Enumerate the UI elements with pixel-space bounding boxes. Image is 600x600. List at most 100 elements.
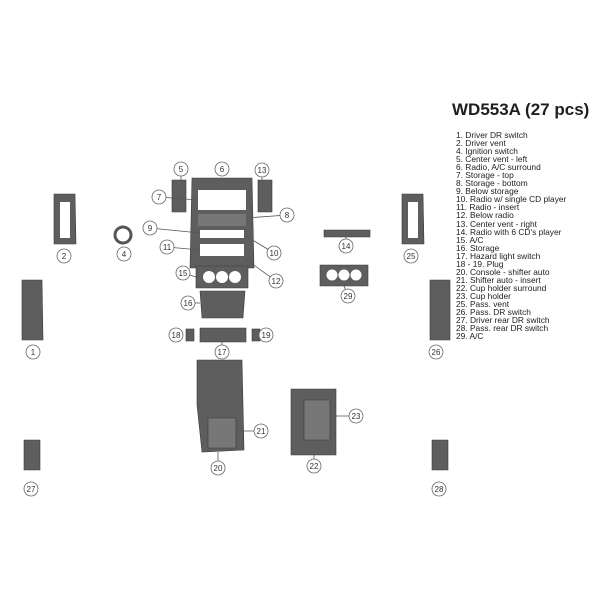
legend-row: 5. Center vent - left xyxy=(456,154,528,165)
legend-row: 27. Driver rear DR switch xyxy=(456,315,550,326)
callout-circle-8 xyxy=(279,207,295,223)
callout-circle-9 xyxy=(142,220,158,236)
callout-circle-25 xyxy=(403,248,419,264)
legend-row: 25. Pass. vent xyxy=(456,298,510,309)
legend-row: 17. Hazard light switch xyxy=(456,250,541,261)
callout-label-22: 22 xyxy=(310,462,319,471)
part-radio-insert xyxy=(200,244,244,256)
callout-label-28: 28 xyxy=(435,485,444,494)
callout-circle-1 xyxy=(25,344,41,360)
callout-circle-19 xyxy=(258,327,274,343)
callout-label-4: 4 xyxy=(122,250,127,259)
part-radio-6cd xyxy=(323,229,371,238)
callout-label-7: 7 xyxy=(157,193,162,202)
part-storage xyxy=(199,290,246,319)
legend-row: 10. Radio w/ single CD player xyxy=(456,194,567,205)
callout-circle-7 xyxy=(151,189,167,205)
part-ac-knob-2 xyxy=(216,271,228,283)
callout-label-9: 9 xyxy=(148,224,153,233)
callout-label-12: 12 xyxy=(272,277,281,286)
callout-circle-13 xyxy=(254,162,270,178)
legend-row: 12. Below radio xyxy=(456,210,514,221)
callout-label-8: 8 xyxy=(285,211,290,220)
legend-row: 13. Center vent - right xyxy=(456,218,537,229)
trim-parts xyxy=(21,177,451,471)
legend-row: 23. Cup holder xyxy=(456,290,511,301)
callout-label-21: 21 xyxy=(257,427,266,436)
callout-label-11: 11 xyxy=(163,243,172,252)
part-ac-2-knob-3 xyxy=(350,269,362,281)
callout-label-5: 5 xyxy=(179,165,184,174)
legend-row: 16. Storage xyxy=(456,242,500,253)
part-ac-2-knob-1 xyxy=(326,269,338,281)
callout-circle-26 xyxy=(428,344,444,360)
legend-row: 22. Cup holder surround xyxy=(456,282,547,293)
part-pass-vent-hole xyxy=(408,202,418,238)
kit-title: WD553A (27 pcs) xyxy=(452,100,590,119)
callout-label-19: 19 xyxy=(262,331,271,340)
part-driver-dr-switch xyxy=(21,279,44,341)
part-pass-rear-dr-switch xyxy=(431,439,449,471)
callout-circle-15 xyxy=(175,265,191,281)
part-driver-vent-hole xyxy=(60,202,70,238)
part-driver-rear-dr-switch xyxy=(23,439,41,471)
legend-row: 11. Radio - insert xyxy=(456,202,520,213)
part-storage-bottom xyxy=(198,214,246,226)
callout-label-18: 18 xyxy=(172,331,181,340)
part-below-storage xyxy=(200,230,244,238)
callout-label-10: 10 xyxy=(270,249,279,258)
legend-row: 6. Radio, A/C surround xyxy=(456,162,541,173)
legend-row: 2. Driver vent xyxy=(456,138,506,149)
callout-circle-27 xyxy=(23,481,39,497)
callout-label-17: 17 xyxy=(218,348,227,357)
legend-row: 14. Radio with 6 CD's player xyxy=(456,226,562,237)
callout-circle-20 xyxy=(210,460,226,476)
legend-row: 28. Pass. rear DR switch xyxy=(456,323,549,334)
callout-circle-2 xyxy=(56,248,72,264)
callout-label-13: 13 xyxy=(258,166,267,175)
callout-label-6: 6 xyxy=(220,165,225,174)
legend-row: 18 - 19. Plug xyxy=(456,258,504,269)
callout-circle-12 xyxy=(268,273,284,289)
legend-row: 9. Below storage xyxy=(456,186,519,197)
leader-line-9 xyxy=(149,227,201,234)
legend-row: 4. Ignition switch xyxy=(456,146,518,157)
part-shifter-insert xyxy=(207,417,237,449)
part-ac-knob-3 xyxy=(229,271,241,283)
part-hazard-switch xyxy=(199,327,247,343)
callout-circle-5 xyxy=(173,161,189,177)
part-center-vent-right xyxy=(257,179,273,213)
callout-label-25: 25 xyxy=(407,252,416,261)
callout-circle-16 xyxy=(180,295,196,311)
callout-circle-18 xyxy=(168,327,184,343)
callout-circle-6 xyxy=(214,161,230,177)
callout-label-27: 27 xyxy=(27,485,36,494)
part-cup-holder xyxy=(303,399,331,441)
legend-row: 1. Driver DR switch xyxy=(456,130,528,140)
callout-circle-14 xyxy=(338,238,354,254)
callout-label-20: 20 xyxy=(214,464,223,473)
callout-circle-4 xyxy=(116,246,132,262)
part-pass-dr-switch xyxy=(429,279,451,341)
callout-label-26: 26 xyxy=(432,348,441,357)
callout-circle-10 xyxy=(266,245,282,261)
callout-circle-17 xyxy=(214,344,230,360)
part-ac-knob-1 xyxy=(203,271,215,283)
callout-label-29: 29 xyxy=(344,292,353,301)
legend-row: 20. Console - shifter auto xyxy=(456,266,550,277)
part-storage-top xyxy=(198,190,246,210)
callout-circle-29 xyxy=(340,288,356,304)
legend-row: 7. Storage - top xyxy=(456,170,514,181)
legend-row: 21. Shifter auto - insert xyxy=(456,274,541,285)
callout-circle-22 xyxy=(306,458,322,474)
callout-label-14: 14 xyxy=(342,242,351,251)
legend-row: 26. Pass. DR switch xyxy=(456,307,531,318)
legend-row: 8. Storage - bottom xyxy=(456,178,528,189)
callout-label-2: 2 xyxy=(62,252,67,261)
callout-circle-28 xyxy=(431,481,447,497)
callout-circle-23 xyxy=(348,408,364,424)
callout-label-15: 15 xyxy=(179,269,188,278)
legend-row: 29. A/C xyxy=(456,331,484,342)
